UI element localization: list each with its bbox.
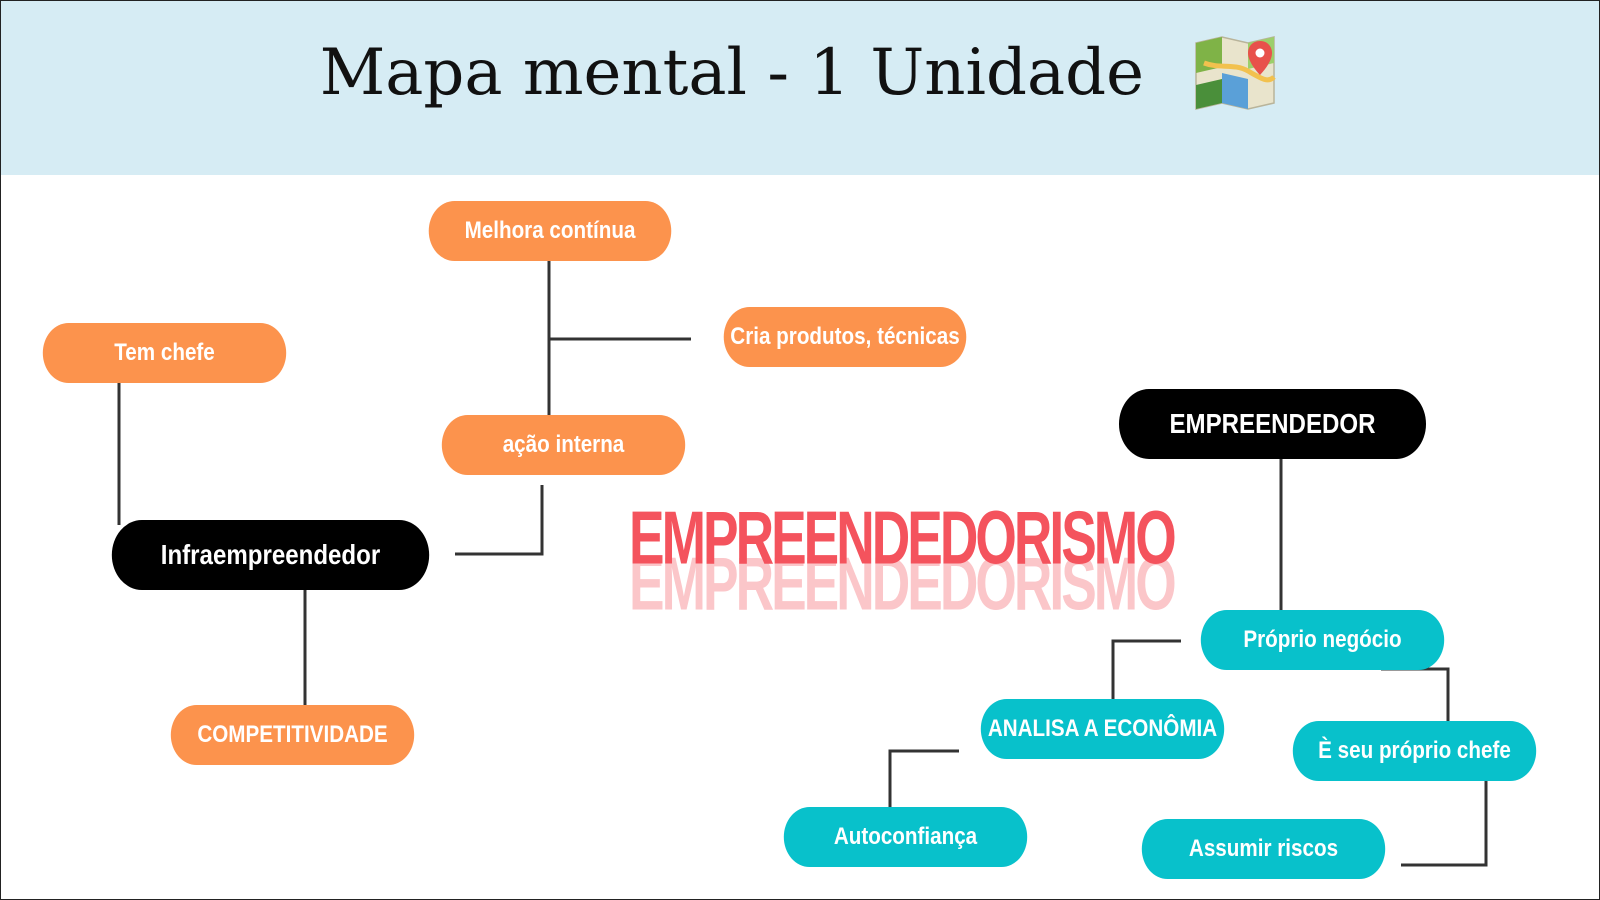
node-proprio-negocio: Próprio negócio [1200,610,1445,670]
node-label: Próprio negócio [1243,626,1402,653]
node-melhora-continua: Melhora contínua [428,201,672,261]
link-chefe-assumir [1401,781,1488,867]
node-analisa-economia: ANALISA A ECONÔMIA [980,699,1225,759]
node-label: Cria produtos, técnicas [730,323,960,350]
node-assumir-riscos: Assumir riscos [1141,819,1386,879]
node-empreendedor: EMPREENDEDOR [1118,389,1427,459]
node-autoconfianca: Autoconfiança [783,807,1028,867]
header-banner [1,1,1599,175]
link-proprio-chefe [1381,667,1450,721]
node-competitividade: COMPETITIVIDADE [170,705,415,765]
node-seu-proprio-chefe: È seu próprio chefe [1292,721,1537,781]
node-tem-chefe: Tem chefe [42,323,287,383]
node-label: ação interna [502,431,625,458]
node-label: Infraempreendedor [160,539,381,570]
central-topic-text: EMPREENDEDORISMO [629,496,1177,581]
page-title: Mapa mental - 1 Unidade [1,31,1599,113]
node-label: Autoconfiança [833,823,978,850]
node-label: È seu próprio chefe [1318,737,1511,764]
node-acao-interna: ação interna [441,415,686,475]
link-infra-competitividade [147,577,307,705]
node-label: ANALISA A ECONÔMIA [987,715,1218,742]
node-label: EMPREENDEDOR [1169,408,1376,439]
node-label: COMPETITIVIDADE [197,721,388,748]
link-proprio-analisa [1111,639,1181,699]
node-label: Melhora contínua [464,217,636,244]
node-label: Tem chefe [114,339,215,366]
node-cria-produtos: Cria produtos, técnicas [723,307,967,367]
central-topic-reflection: EMPREENDEDORISMO [629,542,1177,627]
title-text: Mapa mental - 1 Unidade [319,35,1144,110]
node-label: Assumir riscos [1188,835,1339,862]
node-infraempreendedor: Infraempreendedor [111,520,430,590]
link-analisa-autoconfianca [888,749,959,807]
link-acao-infra [455,485,544,556]
world-map-icon [1195,35,1277,110]
